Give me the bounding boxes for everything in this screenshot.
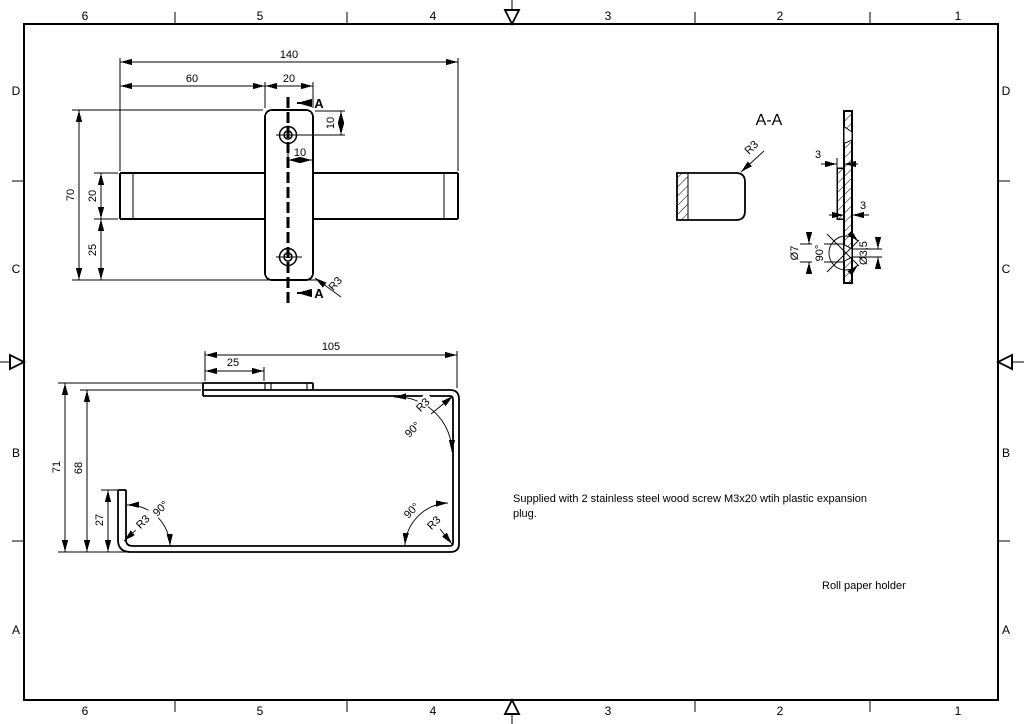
frame-zone-labels: 6 5 4 3 2 1 6 5 4 3 2 1 D C B A D C B A [12, 9, 1011, 718]
col-label: 3 [605, 9, 612, 23]
svg-text:140: 140 [280, 49, 298, 61]
dim-71: 71 [51, 382, 203, 553]
row-label: C [1002, 262, 1011, 276]
col-label: 4 [430, 704, 437, 718]
svg-text:20: 20 [283, 73, 295, 85]
bar-section [836, 167, 845, 220]
bend-bottom-right: 90° R3 [397, 496, 453, 546]
center-arrow-left-icon [9, 353, 26, 371]
svg-text:90°: 90° [814, 245, 826, 262]
svg-text:25: 25 [227, 357, 239, 369]
svg-text:71: 71 [51, 461, 63, 473]
row-label: D [12, 84, 21, 98]
dim-3-top: 3 [815, 149, 858, 170]
svg-text:27: 27 [94, 514, 106, 526]
row-label: B [1002, 446, 1010, 460]
center-arrow-bottom-icon [503, 698, 521, 715]
dim-3-right: 3 [829, 200, 869, 219]
arm-section [676, 172, 746, 221]
section-label-a: A [314, 96, 324, 111]
svg-text:20: 20 [87, 190, 99, 202]
center-arrow-top-icon [503, 9, 521, 26]
svg-text:3: 3 [815, 149, 821, 161]
svg-text:60: 60 [186, 73, 198, 85]
dim-60: 60 [120, 73, 266, 108]
section-arrow-top: A [297, 96, 324, 111]
row-label: D [1002, 84, 1011, 98]
row-label: A [12, 623, 20, 637]
col-label: 1 [955, 704, 962, 718]
col-label: 5 [257, 704, 264, 718]
svg-text:R3: R3 [743, 139, 761, 157]
side-view: 105 25 71 68 27 [51, 341, 460, 553]
note-line-1: Supplied with 2 stainless steel wood scr… [513, 493, 867, 505]
col-label: 3 [605, 704, 612, 718]
svg-text:68: 68 [73, 462, 85, 474]
svg-text:Ø7: Ø7 [789, 246, 801, 261]
svg-text:R3: R3 [327, 275, 345, 293]
section-title: A-A [756, 112, 783, 129]
svg-text:Ø3,5: Ø3,5 [858, 241, 870, 265]
dim-20-width: 20 [265, 73, 314, 108]
dim-105: 105 [204, 341, 458, 388]
svg-text:3: 3 [860, 200, 866, 212]
col-label: 6 [82, 704, 89, 718]
svg-text:10: 10 [294, 147, 306, 159]
col-label: 6 [82, 9, 89, 23]
bend-top-right: R3 90° [393, 392, 455, 453]
section-arrow-bottom: A [297, 286, 324, 301]
profile-outline [117, 382, 460, 553]
svg-text:25: 25 [87, 244, 99, 256]
center-arrow-right-icon [996, 353, 1013, 371]
front-view: A A 140 60 20 70 [65, 49, 459, 305]
dim-27: 27 [94, 489, 118, 552]
dim-90-countersink: 90° [812, 242, 826, 264]
dim-10-horizontal: 10 [287, 143, 312, 164]
dim-70: 70 [65, 109, 318, 281]
col-label: 2 [777, 9, 784, 23]
row-label: C [12, 262, 21, 276]
dim-dia35: Ø3,5 [852, 237, 882, 269]
bend-bottom-left: 90° R3 [123, 494, 173, 547]
section-view: A-A R3 3 3 [676, 110, 882, 284]
notes: Supplied with 2 stainless steel wood scr… [513, 493, 906, 592]
col-label: 4 [430, 9, 437, 23]
dim-140: 140 [119, 49, 459, 171]
bar-outline [119, 172, 459, 220]
svg-text:105: 105 [322, 341, 340, 353]
svg-text:70: 70 [65, 189, 77, 201]
row-label: A [1002, 623, 1010, 637]
countersink-detail [826, 230, 860, 276]
dim-20-height: 20 [87, 172, 118, 220]
svg-text:10: 10 [325, 117, 337, 129]
countersunk-hole-top [843, 125, 853, 145]
note-line-2: plug. [513, 508, 537, 520]
col-label: 1 [955, 9, 962, 23]
dim-25: 25 [87, 219, 105, 280]
col-label: 2 [777, 704, 784, 718]
dim-68: 68 [73, 389, 201, 552]
dim-10-vertical: 10 [315, 110, 345, 135]
col-label: 5 [257, 9, 264, 23]
part-title: Roll paper holder [822, 580, 906, 592]
section-label-a: A [314, 286, 324, 301]
row-label: B [12, 446, 20, 460]
leader-r3-section: R3 [740, 139, 765, 173]
dim-25-side: 25 [205, 357, 265, 381]
